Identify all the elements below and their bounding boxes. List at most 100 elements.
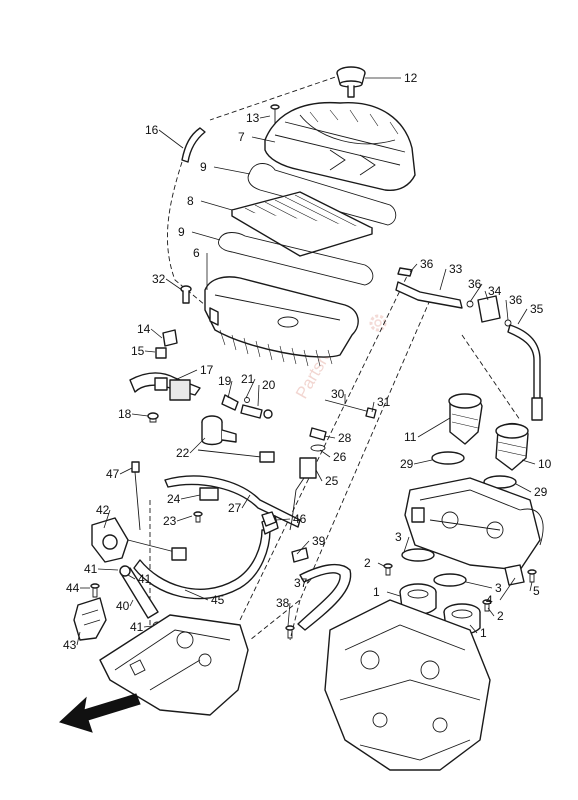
leader-line <box>315 469 323 482</box>
callout-number: 29 <box>400 457 414 471</box>
leader-lines <box>76 77 536 646</box>
leader-line <box>158 129 184 149</box>
callout-number: 2 <box>497 609 504 623</box>
callout-number: 47 <box>106 467 120 481</box>
part-hose-27 <box>164 475 301 528</box>
part-intake-boot-10 <box>495 423 529 471</box>
part-gasket-upper <box>247 163 397 226</box>
callout-number: 42 <box>96 503 110 517</box>
callout-number: 39 <box>312 534 326 548</box>
part-clamp-3a <box>401 548 435 562</box>
callout-number: 33 <box>449 262 463 276</box>
part-screw-2b <box>482 599 492 612</box>
part-hose-37 <box>297 563 352 631</box>
leader-line <box>417 417 451 438</box>
callout-number: 43 <box>63 638 77 652</box>
part-intake-boot-11 <box>448 393 483 445</box>
leader-line <box>251 136 276 143</box>
part-screw-23 <box>193 511 203 523</box>
part-clip-28 <box>309 427 327 441</box>
leader-line <box>469 624 478 634</box>
part-clip-39 <box>291 547 309 563</box>
part-hose-35 <box>507 324 543 421</box>
part-wire-47 <box>131 461 141 531</box>
leader-line <box>144 350 156 353</box>
leader-line <box>143 625 153 628</box>
leader-line <box>241 494 251 509</box>
leader-line <box>200 200 233 211</box>
callout-number: 23 <box>163 514 177 528</box>
callout-number: 6 <box>193 246 200 260</box>
leader-line <box>165 278 183 291</box>
leader-line <box>296 540 310 555</box>
part-screw-2a <box>383 563 393 576</box>
leader-line <box>307 577 313 584</box>
part-bracket-43 <box>73 597 107 641</box>
leader-line <box>176 515 193 522</box>
part-connector-24 <box>199 487 219 501</box>
callout-number: 8 <box>187 194 194 208</box>
part-hose-16 <box>167 127 206 306</box>
part-clamp-29b <box>483 475 517 489</box>
callout-number: 14 <box>137 322 151 336</box>
callout-number: 18 <box>118 407 132 421</box>
callout-number: 3 <box>395 530 402 544</box>
leader-line <box>499 577 516 601</box>
leader-line <box>403 536 410 553</box>
callout-number: 24 <box>167 492 181 506</box>
leader-line <box>377 562 385 567</box>
callout-number: 26 <box>333 450 347 464</box>
leader-line <box>521 459 536 465</box>
part-screw-38 <box>285 625 295 639</box>
part-airbox-cover <box>264 101 416 192</box>
leader-line <box>469 283 483 303</box>
leader-line <box>180 494 201 500</box>
part-bracket-17 <box>129 372 201 401</box>
part-filter-34 <box>477 295 501 323</box>
callout-number: 20 <box>262 378 276 392</box>
callout-number: 28 <box>338 431 352 445</box>
part-solenoid-22 <box>197 415 275 463</box>
part-gasket-lower <box>218 232 374 286</box>
callout-number: 16 <box>145 123 159 137</box>
part-clamp-26 <box>310 444 326 452</box>
callout-number: 46 <box>293 512 307 526</box>
callout-number: 36 <box>420 257 434 271</box>
part-screw-44 <box>90 583 100 598</box>
part-wire-30 <box>324 399 377 419</box>
callout-number: 41 <box>138 572 152 586</box>
part-sensor-20 <box>240 404 273 419</box>
callout-number: 32 <box>152 272 166 286</box>
part-washer-21 <box>244 397 250 403</box>
leader-line <box>323 435 336 439</box>
callout-number: 38 <box>276 596 290 610</box>
callout-number: 41 <box>130 620 144 634</box>
callout-number: 5 <box>533 584 540 598</box>
callout-number: 40 <box>116 599 130 613</box>
callout-number: 9 <box>178 225 185 239</box>
leader-line <box>227 380 233 399</box>
part-bracket-4 <box>504 564 525 586</box>
callout-number: 19 <box>218 374 232 388</box>
callout-number: 1 <box>480 626 487 640</box>
leader-line <box>515 483 532 493</box>
callout-number: 4 <box>486 593 493 607</box>
callout-number: 25 <box>325 474 339 488</box>
leader-line <box>184 589 209 601</box>
callout-number: 44 <box>66 581 80 595</box>
part-hose-45 <box>133 515 279 600</box>
leader-line <box>76 631 81 646</box>
leader-line <box>465 581 493 589</box>
callout-number: 45 <box>211 593 225 607</box>
callout-number: 21 <box>241 372 255 386</box>
part-clip-15 <box>155 347 167 359</box>
callout-number: 13 <box>246 111 260 125</box>
callout-number: 34 <box>488 284 502 298</box>
part-clamp-3b <box>433 573 467 587</box>
leader-line <box>150 328 163 339</box>
leader-line <box>505 299 509 321</box>
callout-number: 22 <box>176 446 190 460</box>
callout-number: 9 <box>200 160 207 174</box>
part-grommet-14 <box>162 329 178 347</box>
